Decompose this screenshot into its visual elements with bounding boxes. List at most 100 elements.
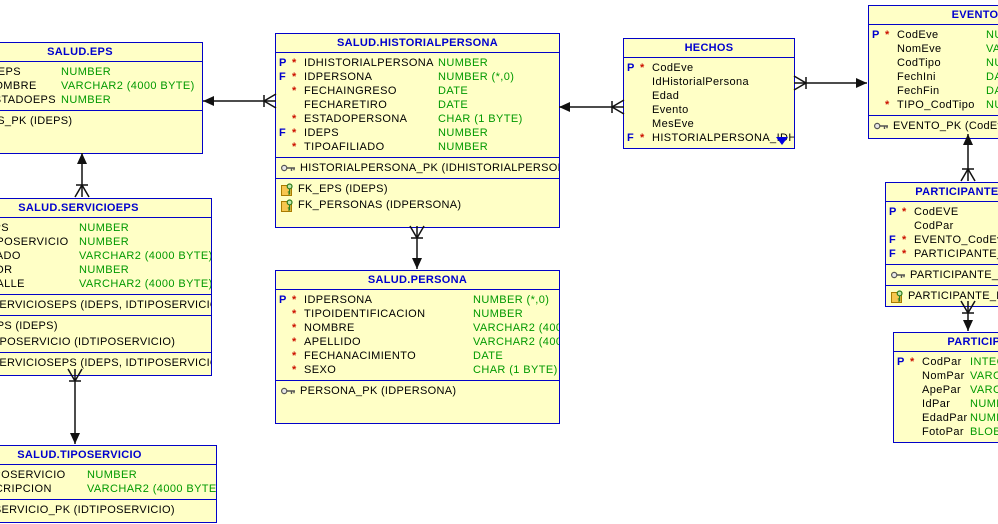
column-row[interactable]: CodTipoNUMBER — [869, 56, 998, 70]
pk-row[interactable]: PARTICIPANTE_EVENTO_PK (CodEVE) — [886, 267, 998, 283]
fk-row[interactable]: FK_EPS (IDEPS) — [276, 181, 559, 197]
column-row[interactable]: EdadParNUMBER — [894, 411, 998, 425]
relationship-historialpersona-to-persona[interactable] — [409, 225, 425, 269]
pk-row[interactable]: EVENTO_PK (CodEve) — [869, 118, 998, 134]
table-participante-evento[interactable]: PARTICIPANTE_EVENTO P*CodEVECodParF*EVENT… — [885, 182, 998, 307]
key-name: FK_EPS (IDEPS) — [298, 183, 388, 195]
index-row[interactable]: PK_SERVICIOSEPS (IDEPS, IDTIPOSERVICIO) — [0, 355, 211, 371]
column-row[interactable]: DESCRIPCIONVARCHAR2 (4000 BYTE) — [0, 482, 216, 496]
table-evento[interactable]: EVENTO P*CodEveNUMBERNomEveVARCHAR2CodTip… — [868, 5, 998, 139]
column-name: IDHISTORIALPERSONA — [304, 57, 434, 69]
required-flag: * — [902, 234, 907, 246]
pk-row[interactable]: TIPOSERVICIO_PK (IDTIPOSERVICIO) — [0, 502, 216, 518]
column-row[interactable]: FechFinDATE — [869, 84, 998, 98]
relationship-hechos-to-historialpersona[interactable] — [559, 99, 625, 115]
table-title[interactable]: HECHOS — [624, 39, 794, 58]
column-row[interactable]: F*HISTORIALPERSONA_IDHISTORIALPERSONA — [624, 131, 794, 145]
column-type: BLOB — [970, 426, 998, 438]
table-title[interactable]: SALUD.PERSONA — [276, 271, 559, 290]
column-row[interactable]: P*CodParINTEGER — [894, 355, 998, 369]
relationship-servicioeps-to-eps[interactable] — [74, 153, 90, 198]
relationship-servicioeps-to-tiposervicio[interactable] — [67, 368, 83, 444]
column-row[interactable]: IDTIPOSERVICIONUMBER — [0, 235, 211, 249]
table-salud-tiposervicio[interactable]: SALUD.TIPOSERVICIO IDTIPOSERVICIONUMBERDE… — [0, 445, 217, 523]
column-row[interactable]: P*CodEveNUMBER — [869, 28, 998, 42]
column-row[interactable]: ESTADOVARCHAR2 (4000 BYTE) — [0, 249, 211, 263]
column-row[interactable]: F*EVENTO_CodEve — [886, 233, 998, 247]
column-row[interactable]: DETALLEVARCHAR2 (4000 BYTE) — [0, 277, 211, 291]
fk-row[interactable]: FK_PERSONAS (IDPERSONA) — [276, 197, 559, 213]
pk-row[interactable]: PK_SERVICIOSEPS (IDEPS, IDTIPOSERVICIO) — [0, 297, 211, 313]
key-name: FK_PERSONAS (IDPERSONA) — [298, 199, 462, 211]
key-flag: P — [279, 57, 287, 69]
table-title[interactable]: EVENTO — [869, 6, 998, 25]
required-flag: * — [885, 29, 890, 41]
column-row[interactable]: FechIniDATE — [869, 70, 998, 84]
column-row[interactable]: IdHistorialPersona — [624, 75, 794, 89]
column-type: CHAR (1 BYTE) — [473, 364, 558, 376]
column-row[interactable]: MesEve — [624, 117, 794, 131]
pk-row[interactable]: HISTORIALPERSONA_PK (IDHISTORIALPERSONA) — [276, 160, 559, 176]
column-row[interactable]: F*PARTICIPANTE_CodPar — [886, 247, 998, 261]
table-title[interactable]: SALUD.HISTORIALPERSONA — [276, 34, 559, 53]
pk-row[interactable]: EPS_PK (IDEPS) — [0, 113, 202, 129]
key-flag: F — [279, 71, 286, 83]
relationship-participante-evento-to-evento[interactable] — [960, 134, 976, 182]
column-row[interactable]: NomEveVARCHAR2 — [869, 42, 998, 56]
column-row[interactable]: ApeParVARCHAR2 — [894, 383, 998, 397]
column-name: IDTIPOSERVICIO — [0, 469, 66, 481]
required-flag: * — [292, 322, 297, 334]
column-row[interactable]: ESTADOEPSNUMBER — [0, 93, 202, 107]
column-row[interactable]: VALORNUMBER — [0, 263, 211, 277]
column-row[interactable]: CodPar — [886, 219, 998, 233]
fk-row[interactable]: FK_TIPOSERVICIO (IDTIPOSERVICIO) — [0, 334, 211, 350]
column-row[interactable]: P*CodEVE — [886, 205, 998, 219]
column-row[interactable]: IdParNUMBER — [894, 397, 998, 411]
table-title[interactable]: SALUD.EPS — [0, 43, 202, 62]
relationship-historialpersona-to-eps[interactable] — [203, 93, 277, 109]
column-row[interactable]: Evento — [624, 103, 794, 117]
column-row[interactable]: P*CodEve — [624, 61, 794, 75]
pk-row[interactable]: PERSONA_PK (IDPERSONA) — [276, 383, 559, 399]
fk-row[interactable]: FK_EPS (IDEPS) — [0, 318, 211, 334]
table-salud-servicioeps[interactable]: SALUD.SERVICIOEPS IDEPSNUMBERIDTIPOSERVIC… — [0, 198, 212, 376]
table-title[interactable]: PARTICIPANTE_EVENTO — [886, 183, 998, 202]
more-columns-indicator[interactable] — [776, 137, 788, 145]
relationship-hechos-to-evento[interactable] — [793, 75, 867, 91]
table-title[interactable]: PARTICIPANTE — [894, 333, 998, 352]
table-title[interactable]: SALUD.SERVICIOEPS — [0, 199, 211, 218]
column-row[interactable]: *TIPO_CodTipoNUMBER — [869, 98, 998, 112]
table-salud-historialpersona[interactable]: SALUD.HISTORIALPERSONA P*IDHISTORIALPERSO… — [275, 33, 560, 228]
column-type: VARCHAR2 (4000 BYTE) — [473, 322, 559, 334]
column-row[interactable]: Edad — [624, 89, 794, 103]
required-flag: * — [902, 248, 907, 260]
column-row[interactable]: NomParVARCHAR2 — [894, 369, 998, 383]
column-row[interactable]: IDTIPOSERVICIONUMBER — [0, 468, 216, 482]
table-participante[interactable]: PARTICIPANTE P*CodParINTEGERNomParVARCHAR… — [893, 332, 998, 443]
table-title-text: SALUD.HISTORIALPERSONA — [336, 37, 499, 49]
table-title[interactable]: SALUD.TIPOSERVICIO — [0, 446, 216, 465]
fk-row[interactable]: PARTICIPANTE_EVENTO_FK (CodPar) — [886, 288, 998, 304]
table-salud-eps[interactable]: SALUD.EPS IDEPSNUMBERNOMBREVARCHAR2 (4000… — [0, 42, 203, 154]
table-title-text: PARTICIPANTE — [947, 336, 998, 348]
